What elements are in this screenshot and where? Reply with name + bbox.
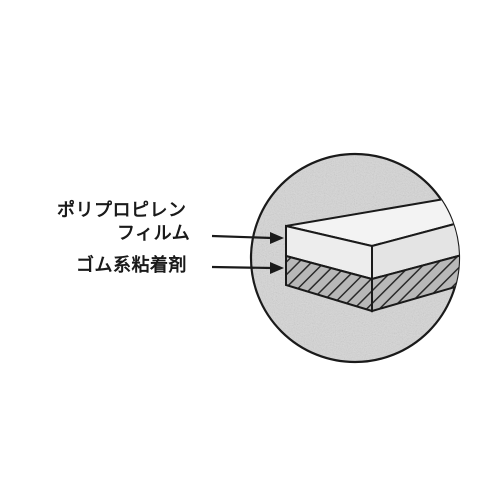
adhesive-leader-line	[211, 265, 273, 270]
adhesive-arrowhead	[270, 262, 284, 274]
adhesive-label: ゴム系粘着剤	[76, 255, 187, 276]
film-label-line1: ポリプロピレン	[57, 200, 187, 221]
adhesive-right-face	[371, 253, 459, 313]
film-right-face	[371, 220, 459, 281]
film-leader-line	[211, 234, 273, 240]
leader-arrows	[211, 232, 284, 274]
film-label-line2: フィルム	[117, 223, 191, 244]
film-arrowhead	[270, 232, 284, 244]
